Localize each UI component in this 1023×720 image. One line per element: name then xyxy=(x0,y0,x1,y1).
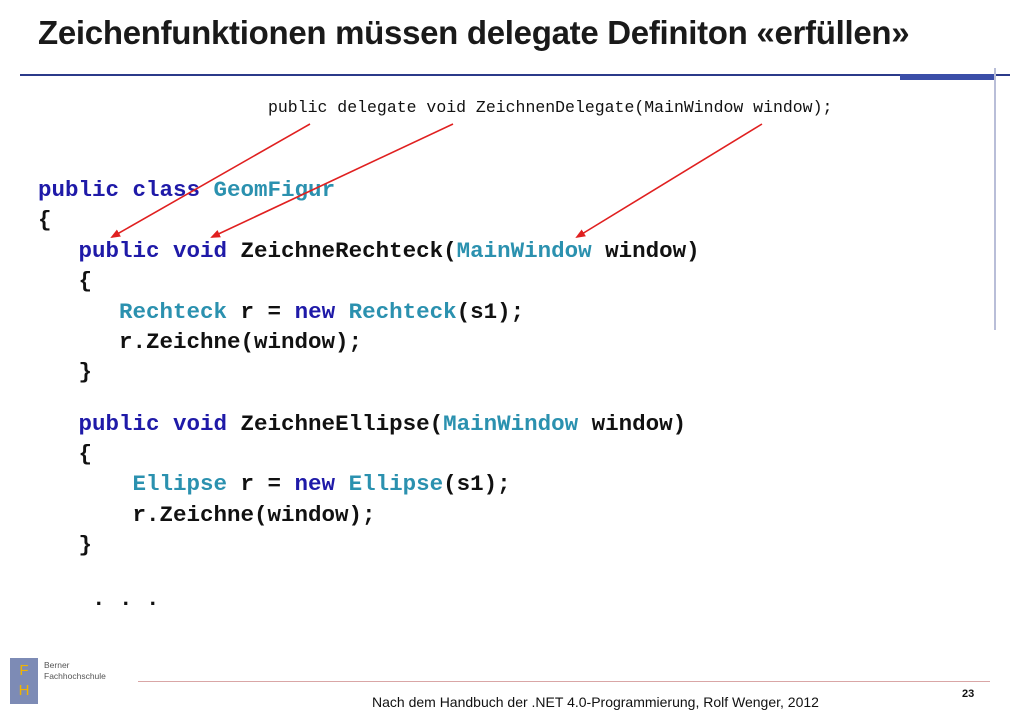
code-line-ellipse-zeichne: r.Zeichne(window); xyxy=(38,501,376,528)
code-line-method-close-brace: } xyxy=(38,359,93,386)
code-type: Ellipse xyxy=(132,471,228,498)
delegate-declaration: public delegate void ZeichnenDelegate(Ma… xyxy=(268,98,833,117)
code-keyword: public void xyxy=(78,410,228,437)
title-divider xyxy=(20,74,1010,76)
code-text: (s1); xyxy=(443,471,511,498)
arrow-to-mainwindow-param xyxy=(575,123,763,239)
slide-title: Zeichenfunktionen müssen delegate Defini… xyxy=(38,14,910,51)
side-divider xyxy=(994,68,996,330)
code-line-method-rechteck: public void ZeichneRechteck(MainWindow w… xyxy=(38,236,700,266)
code-text: r = xyxy=(227,471,295,498)
code-type: MainWindow xyxy=(456,237,592,264)
code-line-method-open-brace: { xyxy=(38,268,93,295)
code-line-class-decl: public class GeomFigur xyxy=(38,175,335,205)
code-keyword: new xyxy=(294,298,336,325)
code-type: MainWindow xyxy=(443,410,579,437)
arrow-to-void xyxy=(210,123,454,238)
code-type: GeomFigur xyxy=(213,177,336,203)
code-text: (s1); xyxy=(456,298,525,325)
code-text: window) xyxy=(578,410,687,437)
code-keyword: public void xyxy=(78,237,228,264)
footer-divider xyxy=(138,681,990,682)
code-type: Rechteck xyxy=(348,298,457,325)
code-line-rechteck-zeichne: r.Zeichne(window); xyxy=(38,329,363,355)
code-text: r = xyxy=(227,298,295,325)
bfh-logo: F H xyxy=(10,658,38,704)
logo-letter-h: H xyxy=(18,682,30,699)
code-keyword: new xyxy=(294,471,336,498)
logo-wordmark: Berner Fachhochschule xyxy=(44,660,106,682)
code-type: Ellipse xyxy=(348,471,444,498)
arrow-to-public-1 xyxy=(110,123,311,238)
title-divider-accent xyxy=(900,74,996,80)
code-keyword: public class xyxy=(38,177,201,203)
code-line-method-close-brace-2: } xyxy=(38,532,93,559)
logo-line-2: Fachhochschule xyxy=(44,671,106,681)
logo-line-1: Berner xyxy=(44,660,70,670)
code-line-open-brace: { xyxy=(38,207,52,234)
code-type: Rechteck xyxy=(119,298,228,325)
code-line-ellipse-new: Ellipse r = new Ellipse(s1); xyxy=(38,469,511,499)
footer-citation: Nach dem Handbuch der .NET 4.0-Programmi… xyxy=(372,694,819,710)
code-text: window) xyxy=(591,237,700,264)
code-ellipsis: . . . xyxy=(38,586,160,612)
code-line-rechteck-new: Rechteck r = new Rechteck(s1); xyxy=(38,297,524,327)
logo-letter-f: F xyxy=(19,662,29,679)
code-line-method-ellipse: public void ZeichneEllipse(MainWindow wi… xyxy=(38,409,687,439)
code-text: ZeichneEllipse( xyxy=(227,410,444,437)
page-number: 23 xyxy=(962,688,975,700)
code-line-method-open-brace-2: { xyxy=(38,440,93,467)
code-text: ZeichneRechteck( xyxy=(227,237,457,264)
